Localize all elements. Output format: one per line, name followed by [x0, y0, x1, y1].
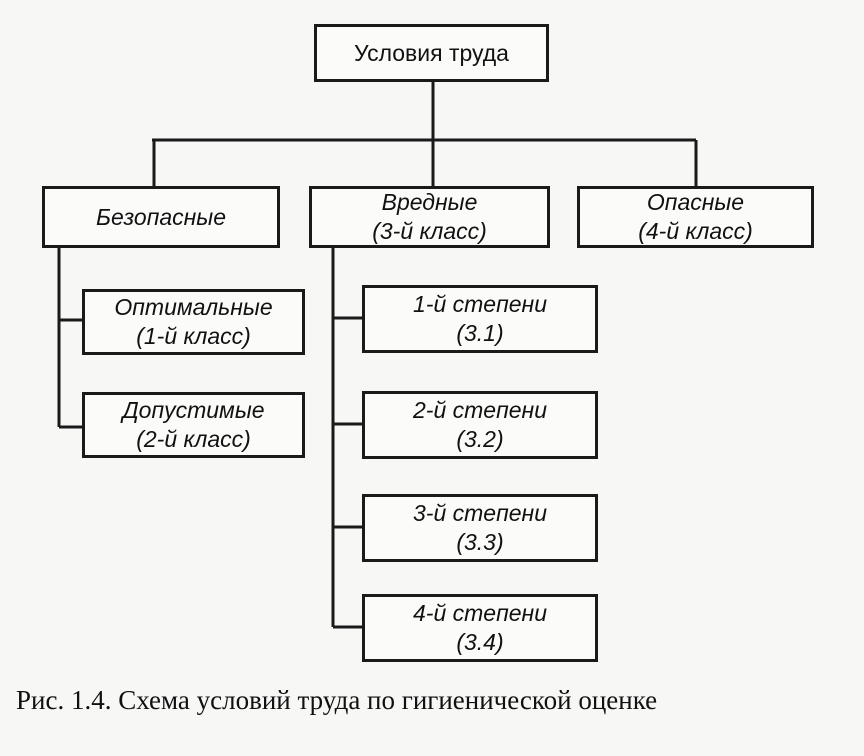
- safe-label: Безопасные: [95, 203, 227, 230]
- permissible-box: Допустимые (2-й класс): [82, 392, 305, 458]
- optimal-class: (1-й класс): [136, 323, 251, 349]
- degree-3-box: 3-й степени (3.3): [362, 494, 598, 562]
- permissible-label: Допустимые: [122, 397, 265, 423]
- dangerous-box: Опасные (4-й класс): [577, 186, 814, 248]
- degree-2-label: 2-й степени: [413, 397, 547, 423]
- harmful-box: Вредные (3-й класс): [309, 186, 550, 248]
- optimal-box: Оптимальные (1-й класс): [82, 289, 305, 355]
- degree-1-box: 1-й степени (3.1): [362, 285, 598, 353]
- degree-3-label: 3-й степени: [413, 500, 547, 526]
- root-label: Условия труда: [354, 39, 509, 66]
- degree-3-code: (3.3): [456, 529, 504, 555]
- degree-4-label: 4-й степени: [413, 600, 547, 626]
- harmful-label: Вредные: [381, 189, 478, 215]
- degree-1-label: 1-й степени: [413, 291, 547, 317]
- degree-4-box: 4-й степени (3.4): [362, 594, 598, 662]
- figure-caption: Рис. 1.4. Схема условий труда по гигиени…: [16, 685, 658, 715]
- degree-1-code: (3.1): [456, 320, 504, 346]
- optimal-label: Оптимальные: [114, 294, 273, 320]
- root-box: Условия труда: [314, 24, 549, 82]
- harmful-class: (3-й класс): [372, 218, 487, 244]
- degree-4-code: (3.4): [456, 629, 504, 655]
- degree-2-code: (3.2): [456, 426, 504, 452]
- dangerous-label: Опасные: [646, 189, 745, 215]
- degree-2-box: 2-й степени (3.2): [362, 391, 598, 459]
- permissible-class: (2-й класс): [136, 426, 251, 452]
- dangerous-class: (4-й класс): [638, 218, 753, 244]
- safe-box: Безопасные: [42, 186, 280, 248]
